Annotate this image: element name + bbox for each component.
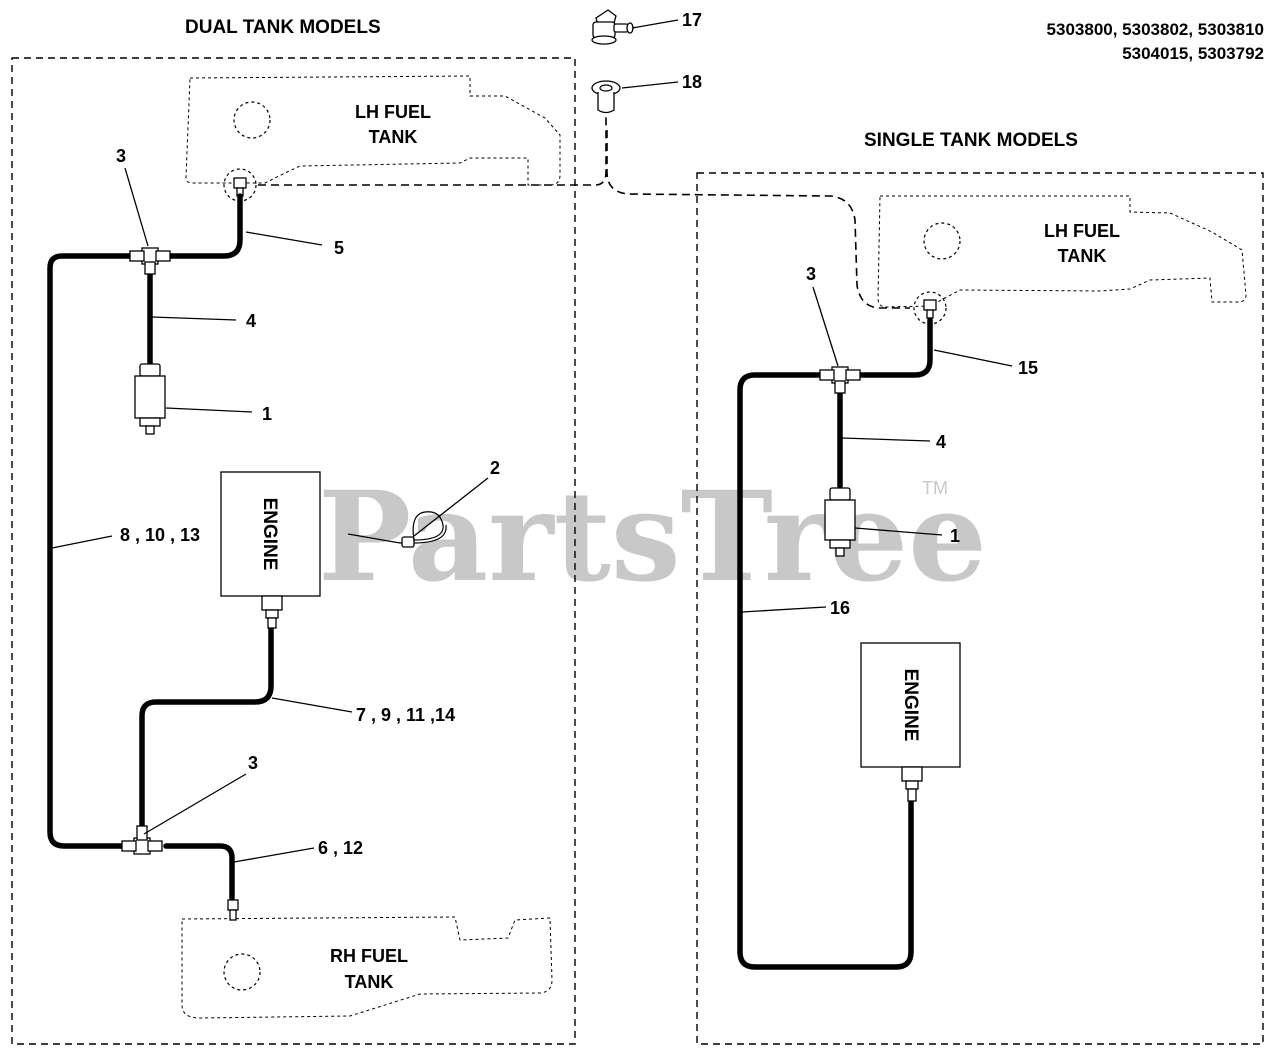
callout-5: 5 — [334, 238, 344, 258]
callout-18: 18 — [682, 72, 702, 92]
dual-lh-tank-label-line2: TANK — [369, 127, 418, 147]
vent-valve-part-17 — [591, 9, 634, 45]
engine-dual: ENGINE — [220, 471, 321, 629]
callout-7-9-11-14: 7 , 9 , 11 ,14 — [356, 705, 455, 725]
dual-vent-line — [258, 115, 607, 186]
callout-1-single: 1 — [950, 526, 960, 546]
tee-fitting-upper-dual — [129, 247, 171, 275]
single-vent-line — [606, 130, 910, 309]
engine-dual-label: ENGINE — [259, 498, 280, 571]
single-lh-outlet-fitting — [923, 299, 937, 319]
callout-6-12: 6 , 12 — [318, 838, 363, 858]
watermark-text: PartsTree — [318, 465, 987, 610]
engine-single: ENGINE — [860, 642, 961, 802]
single-lh-tank-label-line2: TANK — [1058, 246, 1107, 266]
engine-single-label: ENGINE — [900, 669, 921, 742]
callout-3-upper-dual: 3 — [116, 146, 126, 166]
dual-tank-section-box — [11, 57, 576, 1045]
dual-lh-tank-label-line1: LH FUEL — [355, 102, 431, 122]
single-lh-tank-label-line1: LH FUEL — [1044, 221, 1120, 241]
watermark-tm: TM — [922, 478, 948, 498]
callout-17: 17 — [682, 10, 702, 30]
callout-4-single: 4 — [936, 432, 946, 452]
dual-rh-fuel-tank: RH FUEL TANK — [181, 916, 553, 1019]
hose-clamp-part-2 — [347, 511, 447, 548]
callout-3-lower-dual: 3 — [248, 753, 258, 773]
grommet-part-18 — [591, 80, 621, 114]
hose-15 — [857, 317, 933, 378]
callout-4-dual: 4 — [246, 311, 256, 331]
single-lh-fuel-tank: LH FUEL TANK — [877, 195, 1247, 308]
hose-16 — [737, 372, 914, 970]
callout-15: 15 — [1018, 358, 1038, 378]
dual-lh-fuel-tank: LH FUEL TANK — [185, 75, 561, 186]
dual-rh-tank-label-line1: RH FUEL — [330, 946, 408, 966]
callout-1-dual: 1 — [262, 404, 272, 424]
tee-fitting-lower-dual — [121, 825, 163, 855]
hose-6-12 — [163, 843, 235, 901]
fuel-filter-dual — [134, 363, 166, 435]
callout-2: 2 — [490, 458, 500, 478]
model-numbers-line2: 5304015, 5303792 — [1122, 44, 1264, 63]
hose-8-10-13 — [47, 253, 135, 849]
dual-rh-tank-label-line2: TANK — [345, 972, 394, 992]
fuel-filter-single — [824, 487, 856, 557]
hose-5 — [167, 193, 243, 259]
single-tank-section-box — [696, 172, 1264, 1045]
callout-8-10-13: 8 , 10 , 13 — [120, 525, 200, 545]
model-numbers-line1: 5303800, 5303802, 5303810 — [1047, 20, 1264, 39]
leader-lines — [51, 19, 1013, 863]
callout-16: 16 — [830, 598, 850, 618]
tee-fitting-single — [819, 366, 861, 394]
hose-7-9-11-14 — [139, 625, 274, 833]
callout-3-single: 3 — [806, 264, 816, 284]
single-tank-header: SINGLE TANK MODELS — [864, 130, 1078, 151]
dual-tank-header: DUAL TANK MODELS — [185, 17, 381, 38]
dual-rh-inlet-fitting — [227, 899, 239, 921]
